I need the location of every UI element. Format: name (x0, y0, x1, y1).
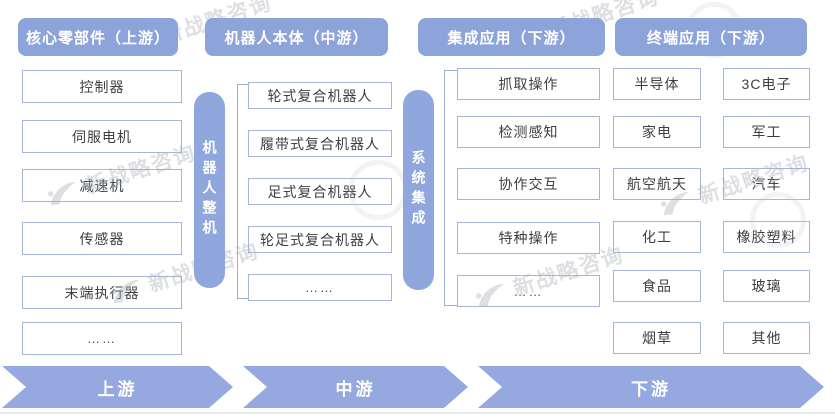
core-item: 伺服电机 (22, 120, 182, 153)
terminal-item: 橡胶塑料 (723, 221, 810, 253)
header-core-components: 核心零部件（上游） (18, 18, 178, 56)
core-item: 传感器 (22, 222, 182, 255)
body-item: 履带式复合机器人 (248, 130, 392, 157)
core-item: 控制器 (22, 70, 182, 103)
terminal-item: 半导体 (613, 68, 701, 100)
terminal-item: 军工 (723, 116, 810, 148)
body-item: 轮足式复合机器人 (248, 226, 392, 253)
body-item: 轮式复合机器人 (248, 82, 392, 109)
arrow-midstream-label: 中游 (335, 379, 376, 399)
pill-robot-assembly: 机器人整机 (194, 92, 225, 288)
core-item: 减速机 (22, 169, 182, 202)
integration-item: 特种操作 (457, 222, 600, 254)
bracket-robot-body (237, 84, 248, 299)
pill-system-integration: 系统集成 (403, 90, 434, 290)
header-robot-body: 机器人本体（中游） (205, 18, 388, 56)
arrow-midstream: 中游 (243, 366, 468, 408)
arrow-upstream: 上游 (2, 366, 233, 408)
terminal-item: 家电 (613, 116, 701, 148)
header-integrated-applications: 集成应用（下游） (418, 18, 605, 56)
core-item-more: …… (22, 322, 182, 355)
integration-item: 抓取操作 (457, 68, 600, 100)
terminal-item: 化工 (613, 221, 701, 253)
arrow-downstream-label: 下游 (631, 379, 671, 399)
terminal-item: 航空航天 (613, 168, 701, 200)
terminal-item: 烟草 (613, 322, 701, 354)
baseline-divider (0, 412, 835, 414)
terminal-item: 汽车 (723, 168, 810, 200)
terminal-item: 3C电子 (723, 68, 810, 100)
terminal-item: 玻璃 (723, 270, 810, 302)
body-item-more: …… (248, 274, 392, 301)
arrow-upstream-label: 上游 (97, 379, 138, 399)
terminal-item: 其他 (723, 322, 810, 354)
terminal-item: 食品 (613, 270, 701, 302)
core-item: 末端执行器 (22, 276, 182, 309)
integration-item-more: …… (457, 275, 600, 307)
body-item: 足式复合机器人 (248, 178, 392, 205)
integration-item: 协作交互 (457, 168, 600, 200)
bracket-integration (444, 70, 457, 306)
header-terminal-applications: 终端应用（下游） (615, 18, 807, 56)
arrow-downstream: 下游 (478, 366, 824, 408)
integration-item: 检测感知 (457, 116, 600, 148)
